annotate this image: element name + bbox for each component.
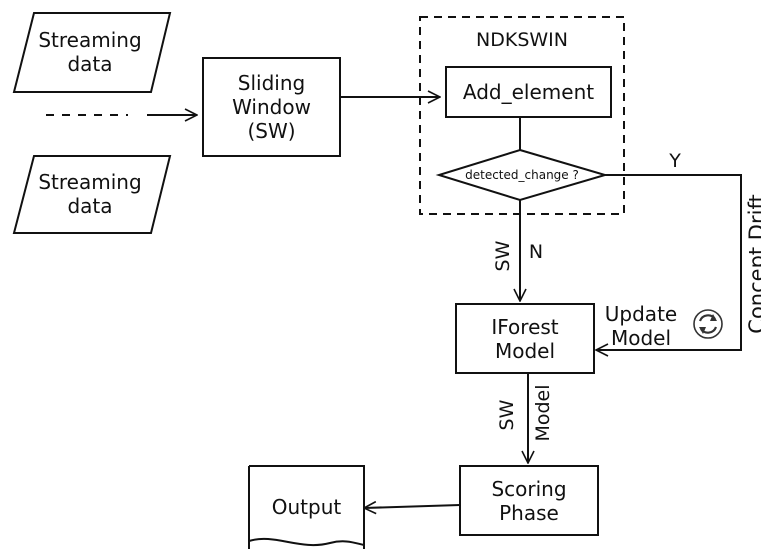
streaming-data-top-label: Streaming data	[38, 28, 142, 76]
sw-label-upper: SW	[492, 240, 514, 272]
no-label: N	[528, 240, 544, 263]
scoring-label: Scoring Phase	[491, 476, 567, 525]
streaming-data-bottom-label: Streaming data	[38, 170, 142, 218]
decision-label: detected_change ?	[465, 167, 579, 182]
sliding-window-box	[202, 57, 341, 157]
ndkswin-container	[419, 16, 625, 215]
refresh-icon	[693, 309, 723, 339]
sliding-window-label: Sliding Window (SW)	[232, 71, 311, 143]
output-label: Output	[271, 495, 342, 519]
ndkswin-title: NDKSWIN	[476, 28, 568, 51]
update-model-label: Update Model	[604, 302, 678, 350]
sw-label-lower: SW	[496, 399, 518, 431]
add-element-label: Add_element	[462, 80, 595, 104]
add-element-box	[445, 66, 612, 118]
iforest-label: IForest Model	[491, 314, 559, 363]
model-label: Model	[532, 384, 554, 442]
scoring-to-output-arrow	[364, 505, 461, 508]
streaming-data-bottom-shape	[12, 155, 172, 234]
iforest-box	[455, 303, 595, 374]
yes-label: Y	[669, 149, 681, 172]
concept-drift-label: Concept Drift	[745, 194, 761, 334]
scoring-box	[459, 465, 599, 536]
output-document-shape	[248, 465, 365, 549]
concept-drift-path	[596, 174, 742, 350]
streaming-data-top-shape	[12, 12, 172, 93]
